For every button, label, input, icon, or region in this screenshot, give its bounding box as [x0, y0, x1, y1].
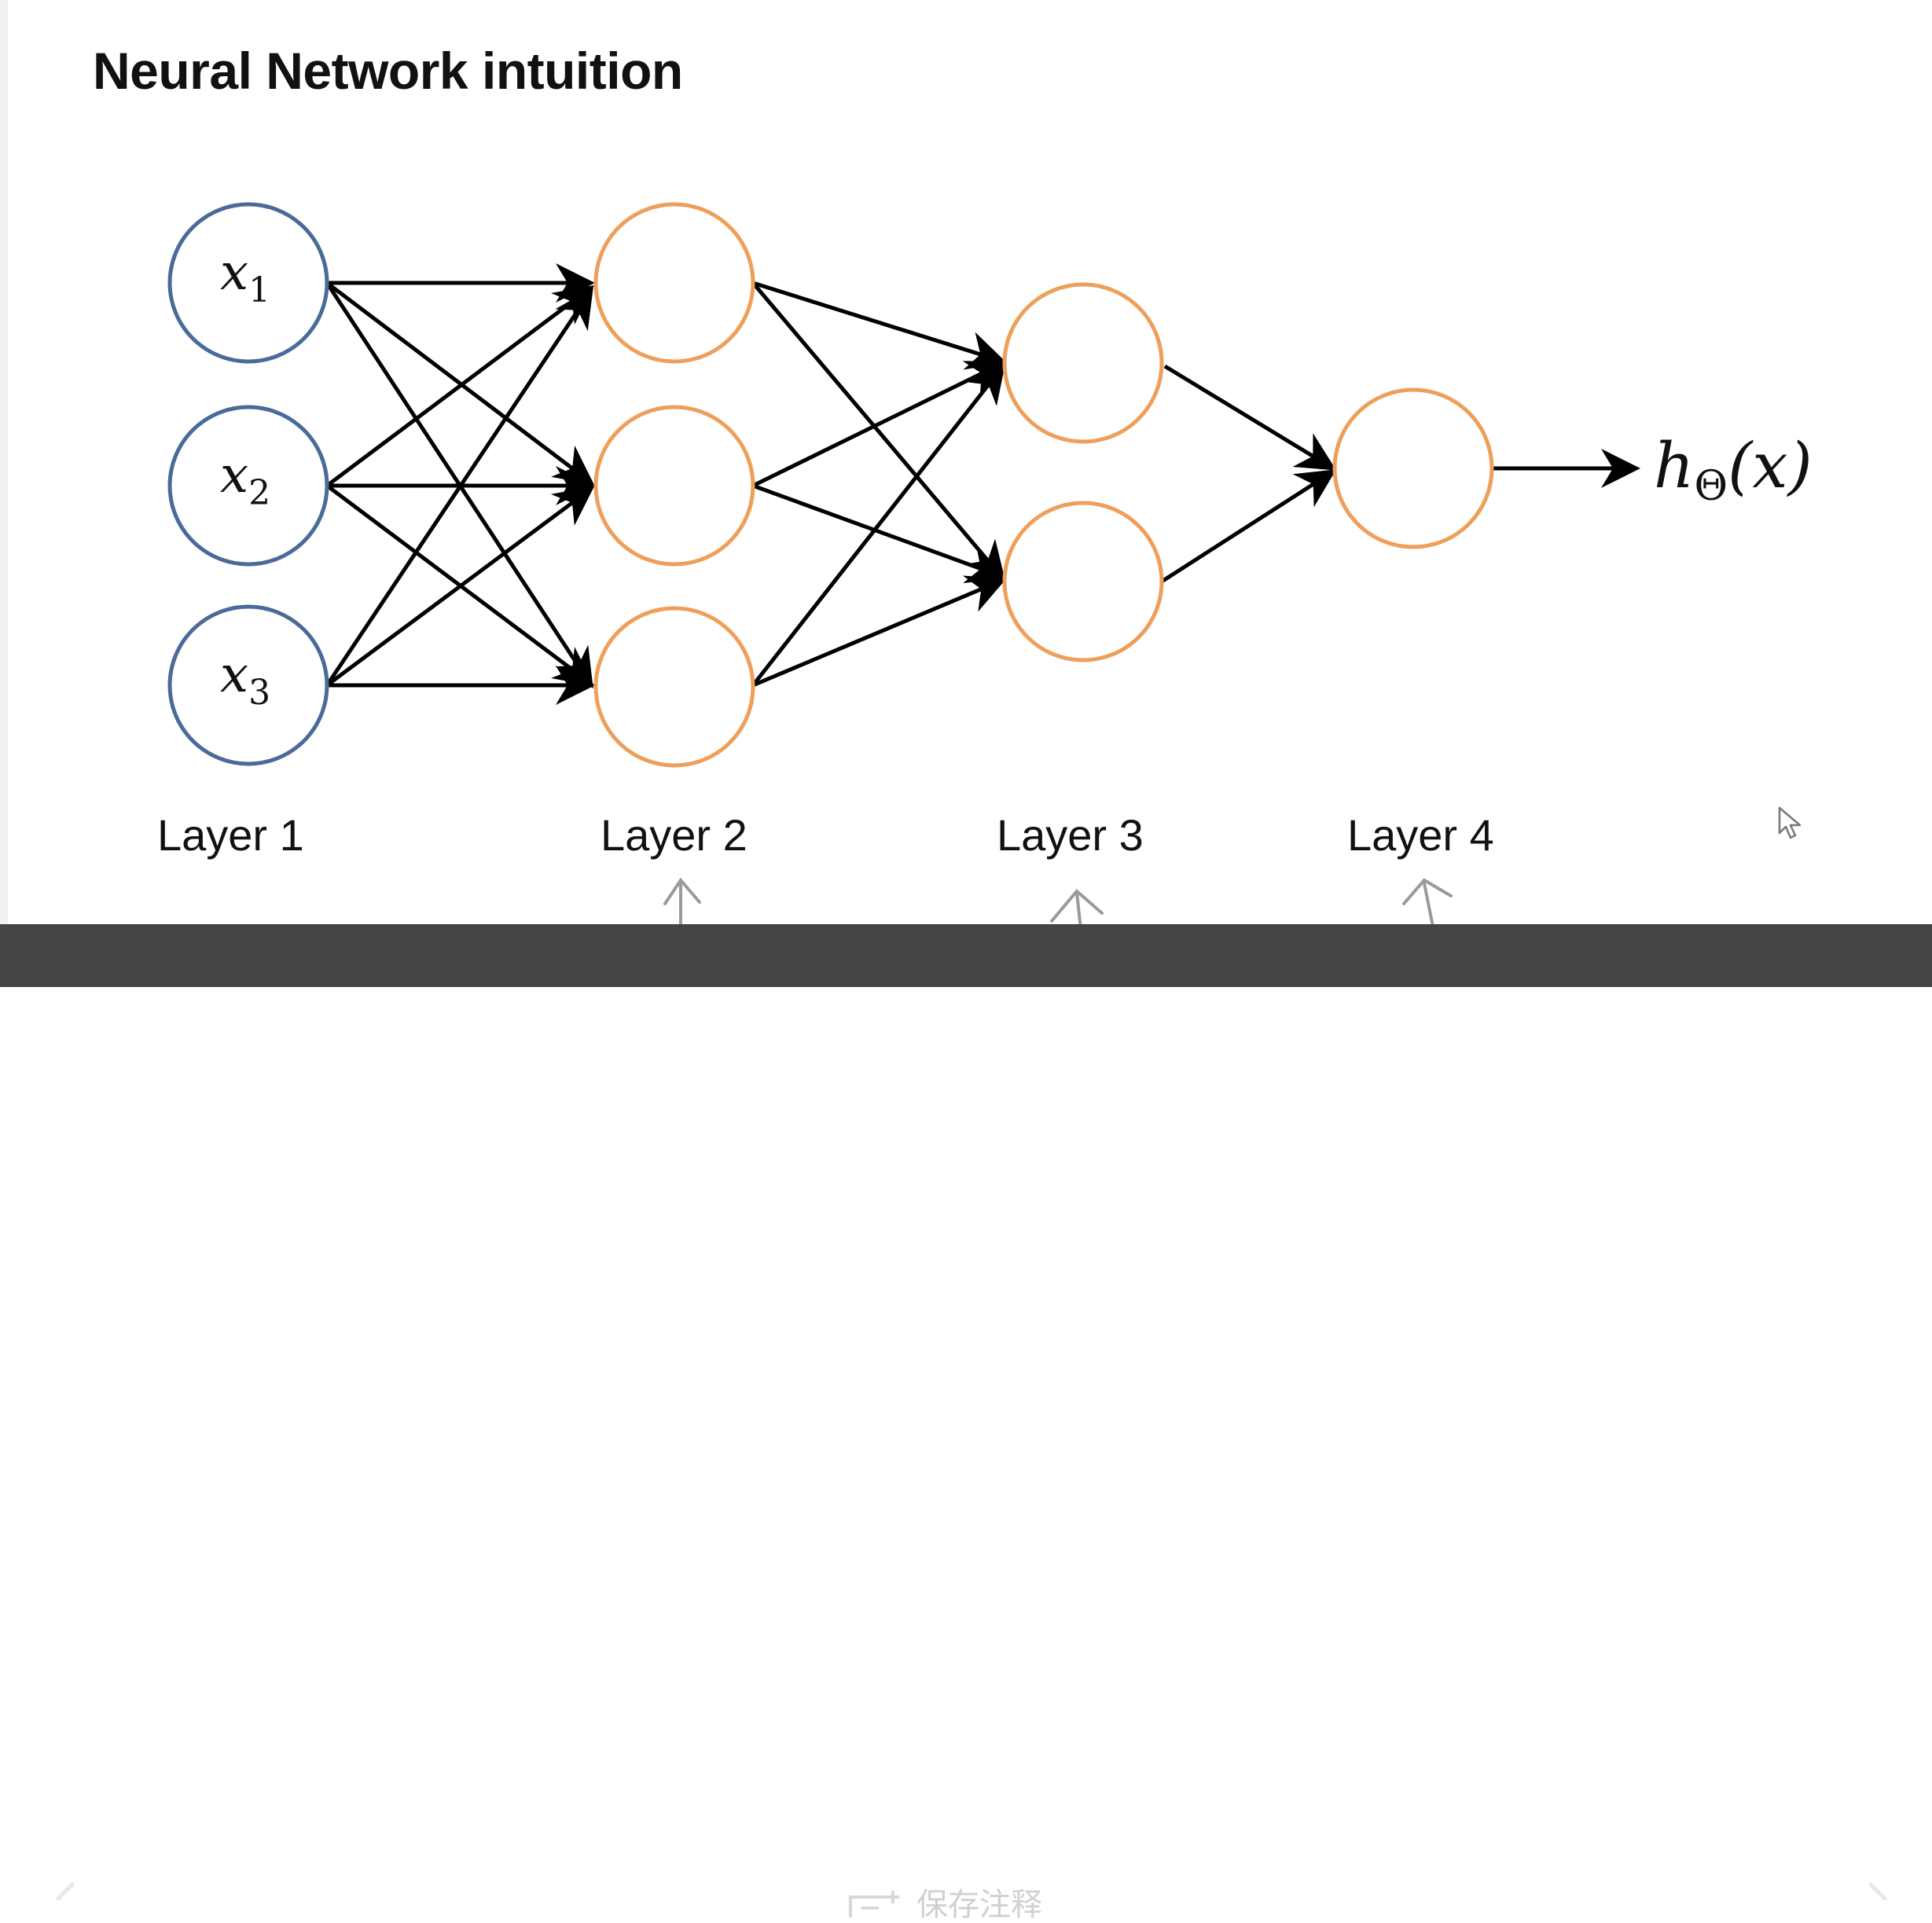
- output-label: hΘ(x): [1654, 429, 1813, 510]
- edge: [1160, 469, 1337, 584]
- hidden-node: [593, 405, 755, 567]
- input-node-2: [167, 405, 329, 567]
- slide-title: Neural Network intuition: [93, 42, 683, 100]
- output-node: [1332, 387, 1494, 549]
- edge: [752, 575, 1007, 688]
- annotation-arrows: [663, 877, 1453, 924]
- input-label-2: x2: [220, 446, 270, 513]
- bottom-toolbar: 保存注释: [0, 924, 1932, 1921]
- layer-label-2: Layer 2: [601, 810, 747, 860]
- edges-layer3-layer4: [1160, 364, 1337, 584]
- arrow-up-icon: [663, 877, 701, 924]
- hidden-layer-3: [1002, 282, 1164, 662]
- edge: [325, 285, 594, 487]
- edge: [751, 363, 1006, 687]
- hidden-node: [593, 606, 755, 768]
- input-labels: x1 x2 x3: [220, 244, 270, 713]
- mouse-cursor-icon: [1778, 806, 1802, 839]
- chevron-left-icon[interactable]: [49, 1881, 80, 1913]
- layer-label-4: Layer 4: [1347, 810, 1494, 860]
- input-label-1: x1: [220, 244, 270, 310]
- input-node-3: [167, 604, 329, 766]
- edge: [752, 281, 1007, 370]
- network-diagram: x1 x2 x3 hΘ(x): [167, 202, 1813, 924]
- edges-layer2-layer3: [751, 281, 1007, 688]
- input-layer: [167, 202, 329, 766]
- hidden-layer-2: [593, 202, 755, 768]
- arrow-up-icon: [1402, 878, 1453, 924]
- arrow-up-icon: [1050, 889, 1104, 924]
- edge: [751, 361, 1007, 488]
- edge: [325, 281, 594, 486]
- edge: [752, 483, 1007, 584]
- hidden-node: [1002, 282, 1164, 444]
- edge: [1163, 364, 1337, 471]
- edge: [325, 486, 595, 688]
- save-note-label: 保存注释: [916, 1887, 1042, 1923]
- edge: [751, 281, 1006, 582]
- hidden-node: [593, 202, 755, 364]
- chevron-right-icon[interactable]: [1863, 1881, 1894, 1913]
- left-edge: [0, 0, 8, 924]
- layer-label-3: Layer 3: [997, 810, 1144, 860]
- hidden-node: [1002, 501, 1164, 662]
- layer-label-1: Layer 1: [157, 810, 304, 860]
- slide: Neural Network intuition: [0, 0, 1932, 924]
- add-note-icon: [849, 1891, 899, 1917]
- input-label-3: x3: [220, 646, 270, 713]
- save-note-button[interactable]: 保存注释: [847, 1889, 1042, 1921]
- edges-layer1-layer2: [325, 263, 595, 705]
- edge: [325, 287, 593, 687]
- input-node-1: [167, 202, 329, 364]
